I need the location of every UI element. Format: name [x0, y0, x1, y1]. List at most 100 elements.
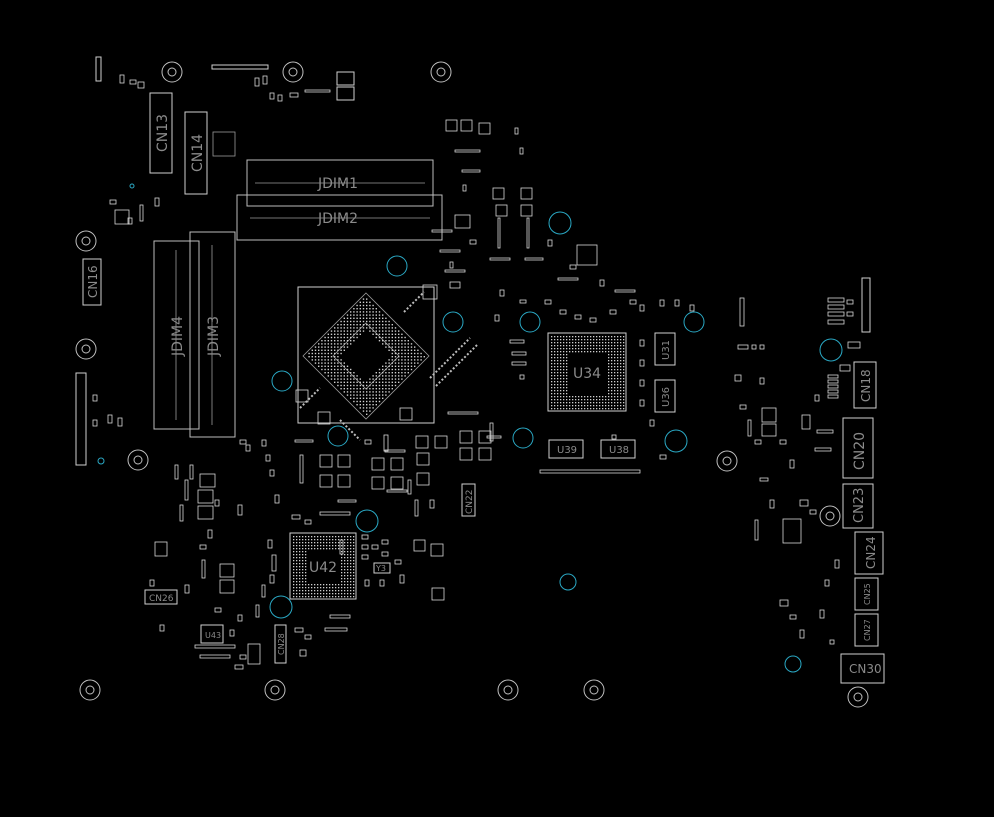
smd-part: [299, 649, 307, 657]
dimm-slot-jdim1-label: JDIM1: [317, 176, 358, 192]
connector-cn13[interactable]: CN13: [149, 92, 173, 174]
dimm-slot-jdim1[interactable]: JDIM1: [246, 159, 434, 207]
smd-part: [759, 477, 769, 482]
dimm-slot-jdim3-label: JDIM3: [206, 316, 222, 357]
smd-part: [201, 559, 206, 579]
connector-cn27[interactable]: CN27: [854, 613, 879, 647]
smd-part: [399, 574, 405, 584]
smd-part: [261, 584, 266, 598]
smd-part: [447, 411, 479, 415]
smd-part: [237, 614, 243, 622]
smd-part: [407, 479, 412, 495]
chip-u42[interactable]: U42: [289, 532, 357, 600]
connector-cn16[interactable]: CN16: [82, 258, 102, 306]
smd-part: [149, 579, 155, 587]
smd-part: [789, 614, 797, 620]
mounting-hole-icon: [282, 61, 304, 83]
smd-part: [819, 609, 825, 619]
connector-cn14[interactable]: CN14: [184, 111, 208, 195]
chip-u38-label: U38: [609, 445, 629, 456]
connector-cn28[interactable]: CN28: [274, 624, 287, 664]
smd-part: [639, 339, 645, 347]
smd-part: [827, 319, 845, 325]
smd-part: [489, 422, 494, 442]
mounting-hole-icon: [161, 61, 183, 83]
smd-part: [154, 197, 160, 207]
connector-cn18[interactable]: CN18: [853, 361, 877, 409]
smd-part: [255, 604, 260, 618]
smd-part: [639, 379, 645, 387]
smd-part: [659, 454, 667, 460]
smd-part: [827, 304, 845, 310]
smd-part: [371, 544, 379, 550]
smd-part: [304, 519, 312, 525]
smd-part: [137, 81, 145, 89]
smd-part: [519, 299, 527, 304]
smd-part: [809, 509, 817, 515]
smd-part: [184, 479, 189, 501]
smd-part: [827, 384, 839, 389]
cpu-socket[interactable]: [297, 286, 435, 424]
smd-part: [189, 464, 194, 480]
smd-part: [799, 499, 809, 507]
dimm-slot-jdim4[interactable]: JDIM4: [153, 240, 200, 430]
connector-cn13-label: CN13: [155, 114, 171, 152]
smd-part: [519, 374, 525, 380]
dimm-slot-jdim3[interactable]: JDIM3: [189, 231, 236, 438]
mounting-hole-icon: [583, 679, 605, 701]
chip-u36-label: U36: [661, 387, 672, 407]
smd-part: [304, 634, 312, 640]
chip-u31[interactable]: U31: [654, 332, 676, 366]
smd-part: [339, 539, 344, 555]
smd-part: [439, 249, 461, 253]
connector-cn30-label: CN30: [849, 662, 882, 676]
smd-part: [739, 297, 745, 327]
connector-cn27-label: CN27: [863, 619, 872, 641]
smd-part: [262, 75, 268, 85]
smd-part: [779, 599, 789, 607]
connector-cn22[interactable]: CN22: [461, 483, 476, 517]
dimm-slot-jdim2[interactable]: JDIM2: [236, 194, 443, 241]
smd-part: [337, 499, 357, 503]
chip-u34[interactable]: U34: [547, 332, 627, 412]
smd-part: [827, 394, 839, 399]
smd-part: [674, 299, 680, 307]
smd-part: [386, 489, 408, 493]
chip-u43[interactable]: U43: [200, 624, 224, 644]
smd-part: [431, 229, 453, 233]
smd-part: [454, 149, 481, 153]
smd-part: [384, 449, 406, 453]
connector-cn30[interactable]: CN30: [840, 653, 885, 684]
smd-part: [237, 504, 243, 516]
smd-part: [159, 624, 165, 632]
smd-part: [814, 447, 832, 452]
smd-part: [569, 264, 577, 270]
smd-part: [381, 539, 389, 545]
smd-part: [261, 439, 267, 447]
smd-part: [274, 494, 280, 504]
chip-u39-label: U39: [557, 445, 577, 456]
smd-part: [207, 529, 213, 539]
connector-cn23[interactable]: CN23: [842, 483, 874, 529]
smd-part: [511, 351, 527, 356]
crystal-y3[interactable]: Y3: [373, 562, 391, 574]
mounting-hole-icon: [847, 686, 869, 708]
chip-u36[interactable]: U36: [654, 379, 676, 413]
smd-part: [514, 127, 519, 135]
smd-part: [194, 644, 236, 649]
connector-cn25[interactable]: CN25: [854, 577, 879, 611]
smd-part: [539, 469, 641, 474]
connector-cn28-label: CN28: [277, 633, 286, 655]
smd-part: [526, 217, 530, 249]
connector-cn20[interactable]: CN20: [842, 417, 874, 479]
smd-part: [846, 311, 854, 317]
connector-cn22-label: CN22: [465, 490, 475, 514]
smd-part: [827, 374, 839, 379]
connector-cn26[interactable]: CN26: [144, 589, 178, 605]
chip-u38[interactable]: U38: [600, 439, 636, 459]
smd-part: [92, 394, 98, 402]
chip-u39[interactable]: U39: [548, 439, 584, 459]
smd-part: [689, 304, 695, 312]
smd-part: [754, 439, 762, 445]
connector-cn24[interactable]: CN24: [854, 531, 884, 575]
